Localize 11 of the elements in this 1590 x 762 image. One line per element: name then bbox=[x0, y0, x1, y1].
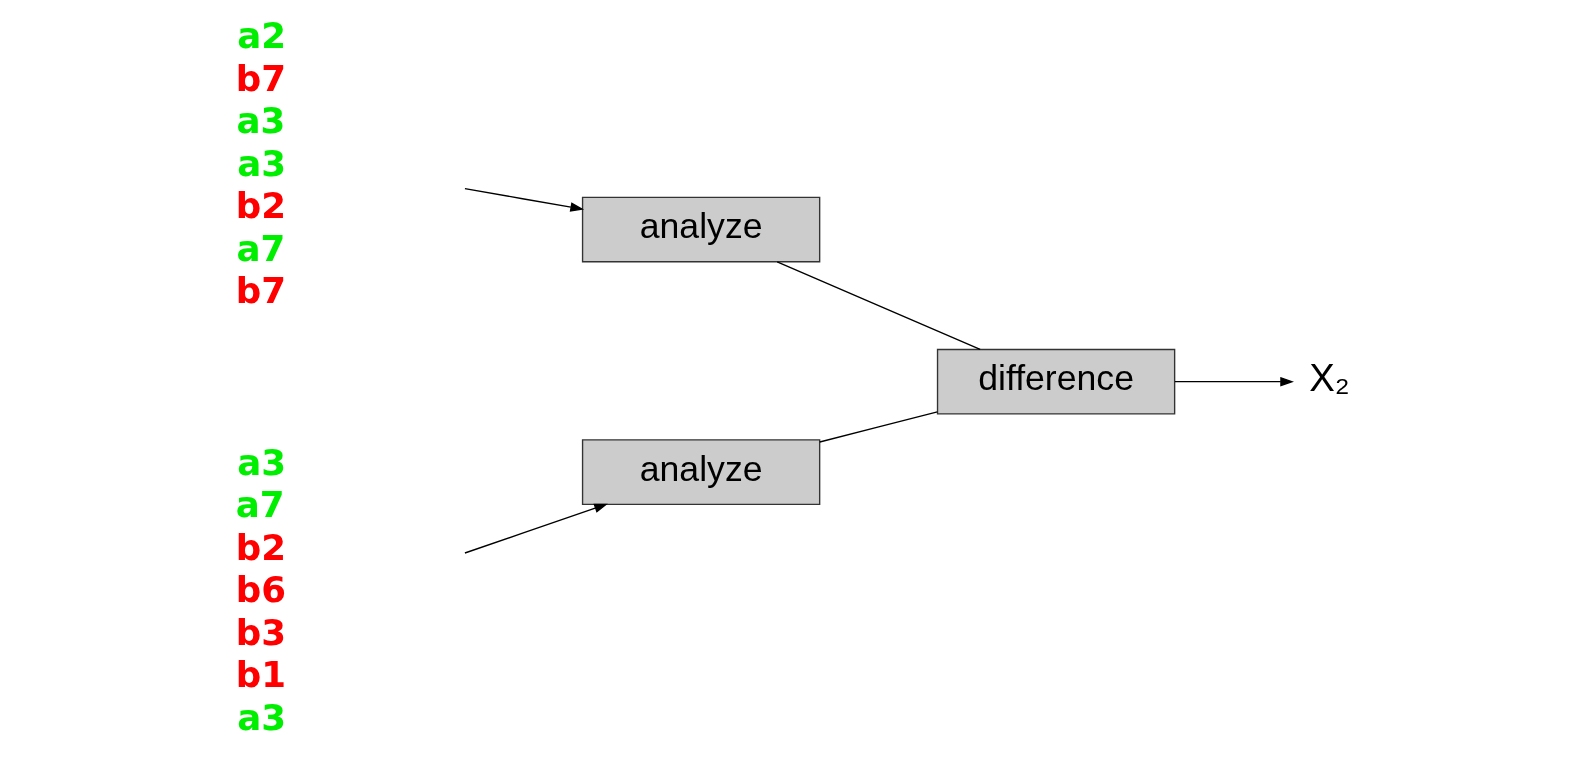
connector bbox=[819, 411, 939, 443]
node-box: difference bbox=[936, 348, 1176, 415]
node-text: X₂ bbox=[1309, 356, 1350, 400]
arrow bbox=[1174, 376, 1294, 387]
node-box: analyze bbox=[581, 439, 821, 506]
node-box: analyze bbox=[581, 196, 821, 263]
connector bbox=[776, 261, 981, 351]
node-text: a3 a7 b2 b6 b3 b1 a3 bbox=[235, 441, 287, 738]
arrow bbox=[464, 188, 585, 212]
node-text: a2 b7 a3 a3 b2 a7 b7 bbox=[235, 15, 287, 312]
arrow bbox=[464, 503, 608, 554]
